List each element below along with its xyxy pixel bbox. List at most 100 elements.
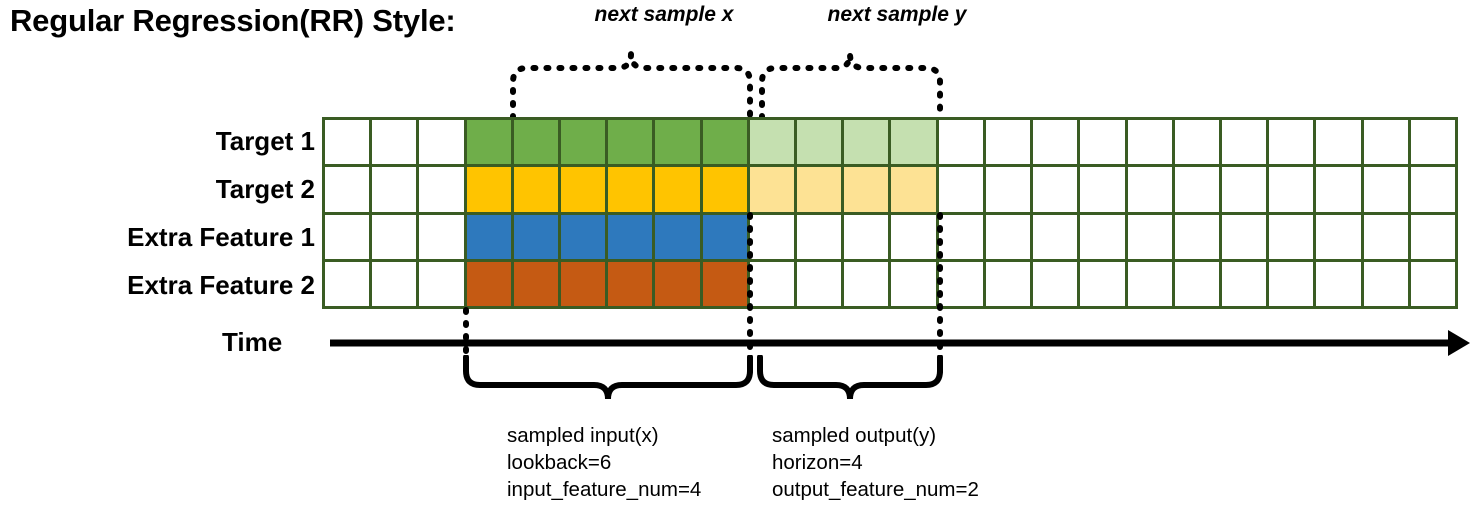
- grid-cell-r1-c9: [749, 167, 795, 212]
- grid-cell-r1-c1: [372, 167, 417, 212]
- sampled-input-brace: [463, 355, 753, 400]
- grid-cell-r3-c0: [325, 261, 370, 306]
- grid-cell-r1-c14: [985, 167, 1031, 212]
- grid-cell-r2-c2: [419, 214, 464, 259]
- grid-cell-r3-c14: [985, 261, 1031, 306]
- grid-cell-r0-c3: [466, 120, 511, 165]
- grid-cell-r3-c1: [372, 261, 417, 306]
- grid-cell-r1-c15: [1033, 167, 1078, 212]
- grid-cell-r2-c11: [844, 214, 889, 259]
- grid-cell-r2-c9: [749, 214, 795, 259]
- grid-cell-r1-c23: [1410, 167, 1455, 212]
- grid-cell-r3-c3: [466, 261, 511, 306]
- grid-cell-r1-c16: [1080, 167, 1125, 212]
- grid-cell-r3-c6: [608, 261, 653, 306]
- grid-cell-r2-c12: [891, 214, 936, 259]
- grid-cell-r0-c20: [1269, 120, 1314, 165]
- grid-cell-r0-c12: [891, 120, 936, 165]
- next-sample-x-brace: [510, 53, 753, 121]
- grid-cell-r0-c19: [1221, 120, 1267, 165]
- next-sample-x-label: next sample x: [594, 3, 734, 26]
- row-label-column: Target 1 Target 2 Extra Feature 1 Extra …: [30, 118, 315, 310]
- grid-cell-r3-c2: [419, 261, 464, 306]
- grid-cell-r3-c16: [1080, 261, 1125, 306]
- grid-cell-r0-c23: [1410, 120, 1455, 165]
- grid-cell-r1-c3: [466, 167, 511, 212]
- page-title: Regular Regression(RR) Style:: [10, 3, 456, 38]
- grid-cell-r0-c22: [1363, 120, 1408, 165]
- grid-cell-r1-c13: [938, 167, 983, 212]
- grid-cell-r2-c5: [561, 214, 606, 259]
- grid-cell-r2-c8: [702, 214, 747, 259]
- grid-cell-r2-c16: [1080, 214, 1125, 259]
- grid-cell-r2-c17: [1127, 214, 1172, 259]
- grid-cell-r2-c15: [1033, 214, 1078, 259]
- grid-cell-r0-c18: [1174, 120, 1219, 165]
- grid-cell-r1-c5: [561, 167, 606, 212]
- grid-cell-r2-c18: [1174, 214, 1219, 259]
- grid-cell-r3-c4: [513, 261, 559, 306]
- row-label-target-1: Target 1: [215, 126, 315, 156]
- grid-cell-r2-c21: [1316, 214, 1361, 259]
- grid-cell-r0-c5: [561, 120, 606, 165]
- grid-cell-r0-c7: [655, 120, 700, 165]
- grid-cell-r1-c22: [1363, 167, 1408, 212]
- sampled-output-brace: [757, 355, 943, 400]
- grid-cell-r3-c12: [891, 261, 936, 306]
- bottom-bracket-layer: [463, 355, 943, 400]
- grid-cell-r2-c6: [608, 214, 653, 259]
- grid-cell-r3-c23: [1410, 261, 1455, 306]
- sampled-input-caption: sampled input(x) lookback=6 input_featur…: [507, 424, 702, 501]
- grid-cell-r2-c23: [1410, 214, 1455, 259]
- grid-cell-r2-c19: [1221, 214, 1267, 259]
- grid-cell-r3-c10: [797, 261, 842, 306]
- grid-cell-r3-c15: [1033, 261, 1078, 306]
- grid-cell-r2-c13: [938, 214, 983, 259]
- grid-cell-r0-c21: [1316, 120, 1361, 165]
- grid-cell-r1-c0: [325, 167, 370, 212]
- top-bracket-layer: [510, 53, 943, 121]
- time-axis-arrow: [330, 330, 1470, 356]
- row-label-extra-feature-2: Extra Feature 2: [127, 270, 315, 300]
- grid-cell-r0-c4: [513, 120, 559, 165]
- grid-cell-r2-c14: [985, 214, 1031, 259]
- grid-cell-r1-c6: [608, 167, 653, 212]
- grid-cell-r2-c0: [325, 214, 370, 259]
- grid-cell-r0-c6: [608, 120, 653, 165]
- grid-cell-r1-c19: [1221, 167, 1267, 212]
- grid-cell-r3-c21: [1316, 261, 1361, 306]
- grid-cell-r2-c7: [655, 214, 700, 259]
- next-sample-y-brace: [759, 53, 943, 121]
- grid-cell-r3-c8: [702, 261, 747, 306]
- grid-cell-r1-c2: [419, 167, 464, 212]
- grid-cell-r0-c13: [938, 120, 983, 165]
- grid-cell-r3-c9: [749, 261, 795, 306]
- grid-cell-r1-c18: [1174, 167, 1219, 212]
- grid-cell-r3-c5: [561, 261, 606, 306]
- grid-cell-r1-c8: [702, 167, 747, 212]
- grid-cell-r1-c10: [797, 167, 842, 212]
- grid-cell-r0-c17: [1127, 120, 1172, 165]
- grid-cell-r2-c10: [797, 214, 842, 259]
- sampled-output-caption: sampled output(y) horizon=4 output_featu…: [772, 424, 979, 501]
- grid-cell-r3-c17: [1127, 261, 1172, 306]
- grid-cell-r0-c2: [419, 120, 464, 165]
- grid-cell-r3-c19: [1221, 261, 1267, 306]
- grid-cell-r1-c20: [1269, 167, 1314, 212]
- row-label-extra-feature-1: Extra Feature 1: [127, 222, 315, 252]
- grid-cell-r2-c20: [1269, 214, 1314, 259]
- grid-cell-r1-c12: [891, 167, 936, 212]
- timeseries-grid: [322, 117, 1458, 309]
- time-axis-label: Time: [222, 327, 283, 357]
- grid-cell-r0-c8: [702, 120, 747, 165]
- grid-cell-r0-c10: [797, 120, 842, 165]
- grid-cell-r3-c20: [1269, 261, 1314, 306]
- grid-cell-r3-c18: [1174, 261, 1219, 306]
- grid-cell-r0-c14: [985, 120, 1031, 165]
- row-label-target-2: Target 2: [215, 174, 315, 204]
- grid-cell-r2-c22: [1363, 214, 1408, 259]
- grid-cell-r2-c1: [372, 214, 417, 259]
- grid-cell-r2-c3: [466, 214, 511, 259]
- grid-cell-r0-c1: [372, 120, 417, 165]
